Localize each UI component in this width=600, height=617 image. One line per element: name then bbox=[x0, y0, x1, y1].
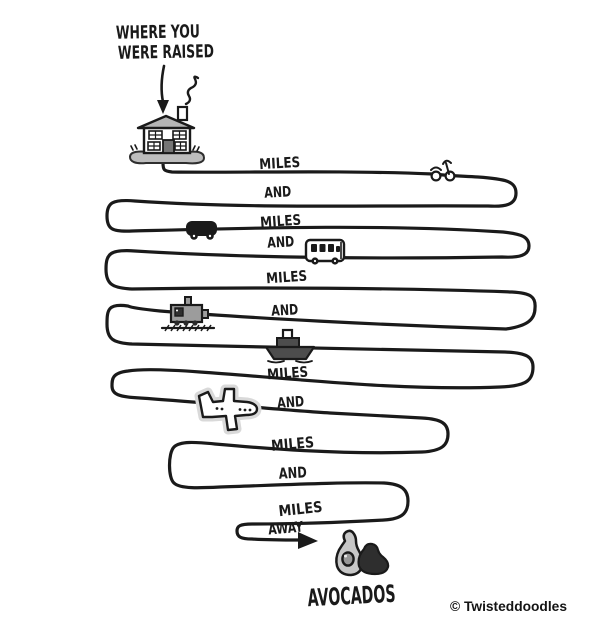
bus-icon bbox=[304, 238, 346, 265]
smoke-icon bbox=[184, 75, 200, 106]
avocado-whole-icon bbox=[357, 542, 390, 576]
road-label-miles-2: MILES bbox=[260, 213, 302, 232]
road-label-and-1: AND bbox=[264, 184, 292, 201]
arrow-right-icon bbox=[298, 532, 318, 549]
car-icon bbox=[186, 221, 217, 240]
road-label-miles-5: MILES bbox=[270, 433, 314, 455]
road-label-miles-3: MILES bbox=[266, 269, 308, 288]
road-label-away: AWAY bbox=[268, 519, 305, 538]
train-icon bbox=[160, 296, 216, 332]
title-line-1: WHERE YOU bbox=[116, 21, 200, 43]
credit-text: © Twisteddoodles bbox=[450, 599, 567, 614]
road-label-miles-4: MILES bbox=[267, 365, 309, 384]
road-label-and-3: AND bbox=[271, 302, 299, 319]
road-label-and-4: AND bbox=[277, 394, 305, 412]
title-line-2: WERE RAISED bbox=[118, 41, 214, 64]
road-label-and-5: AND bbox=[278, 463, 307, 482]
road-label-and-2: AND bbox=[267, 234, 295, 251]
avocado-half-icon bbox=[335, 529, 364, 577]
airplane-icon bbox=[194, 384, 262, 435]
house-icon bbox=[128, 75, 206, 165]
road-label-miles-6: MILES bbox=[278, 498, 324, 521]
boat-icon bbox=[264, 328, 316, 364]
destination-label: AVOCADOS bbox=[307, 580, 396, 613]
road-label-miles-1: MILES bbox=[259, 155, 301, 173]
arrow-down-icon bbox=[157, 64, 169, 114]
bicycle-icon bbox=[430, 159, 456, 182]
winding-road-line bbox=[104, 161, 537, 542]
